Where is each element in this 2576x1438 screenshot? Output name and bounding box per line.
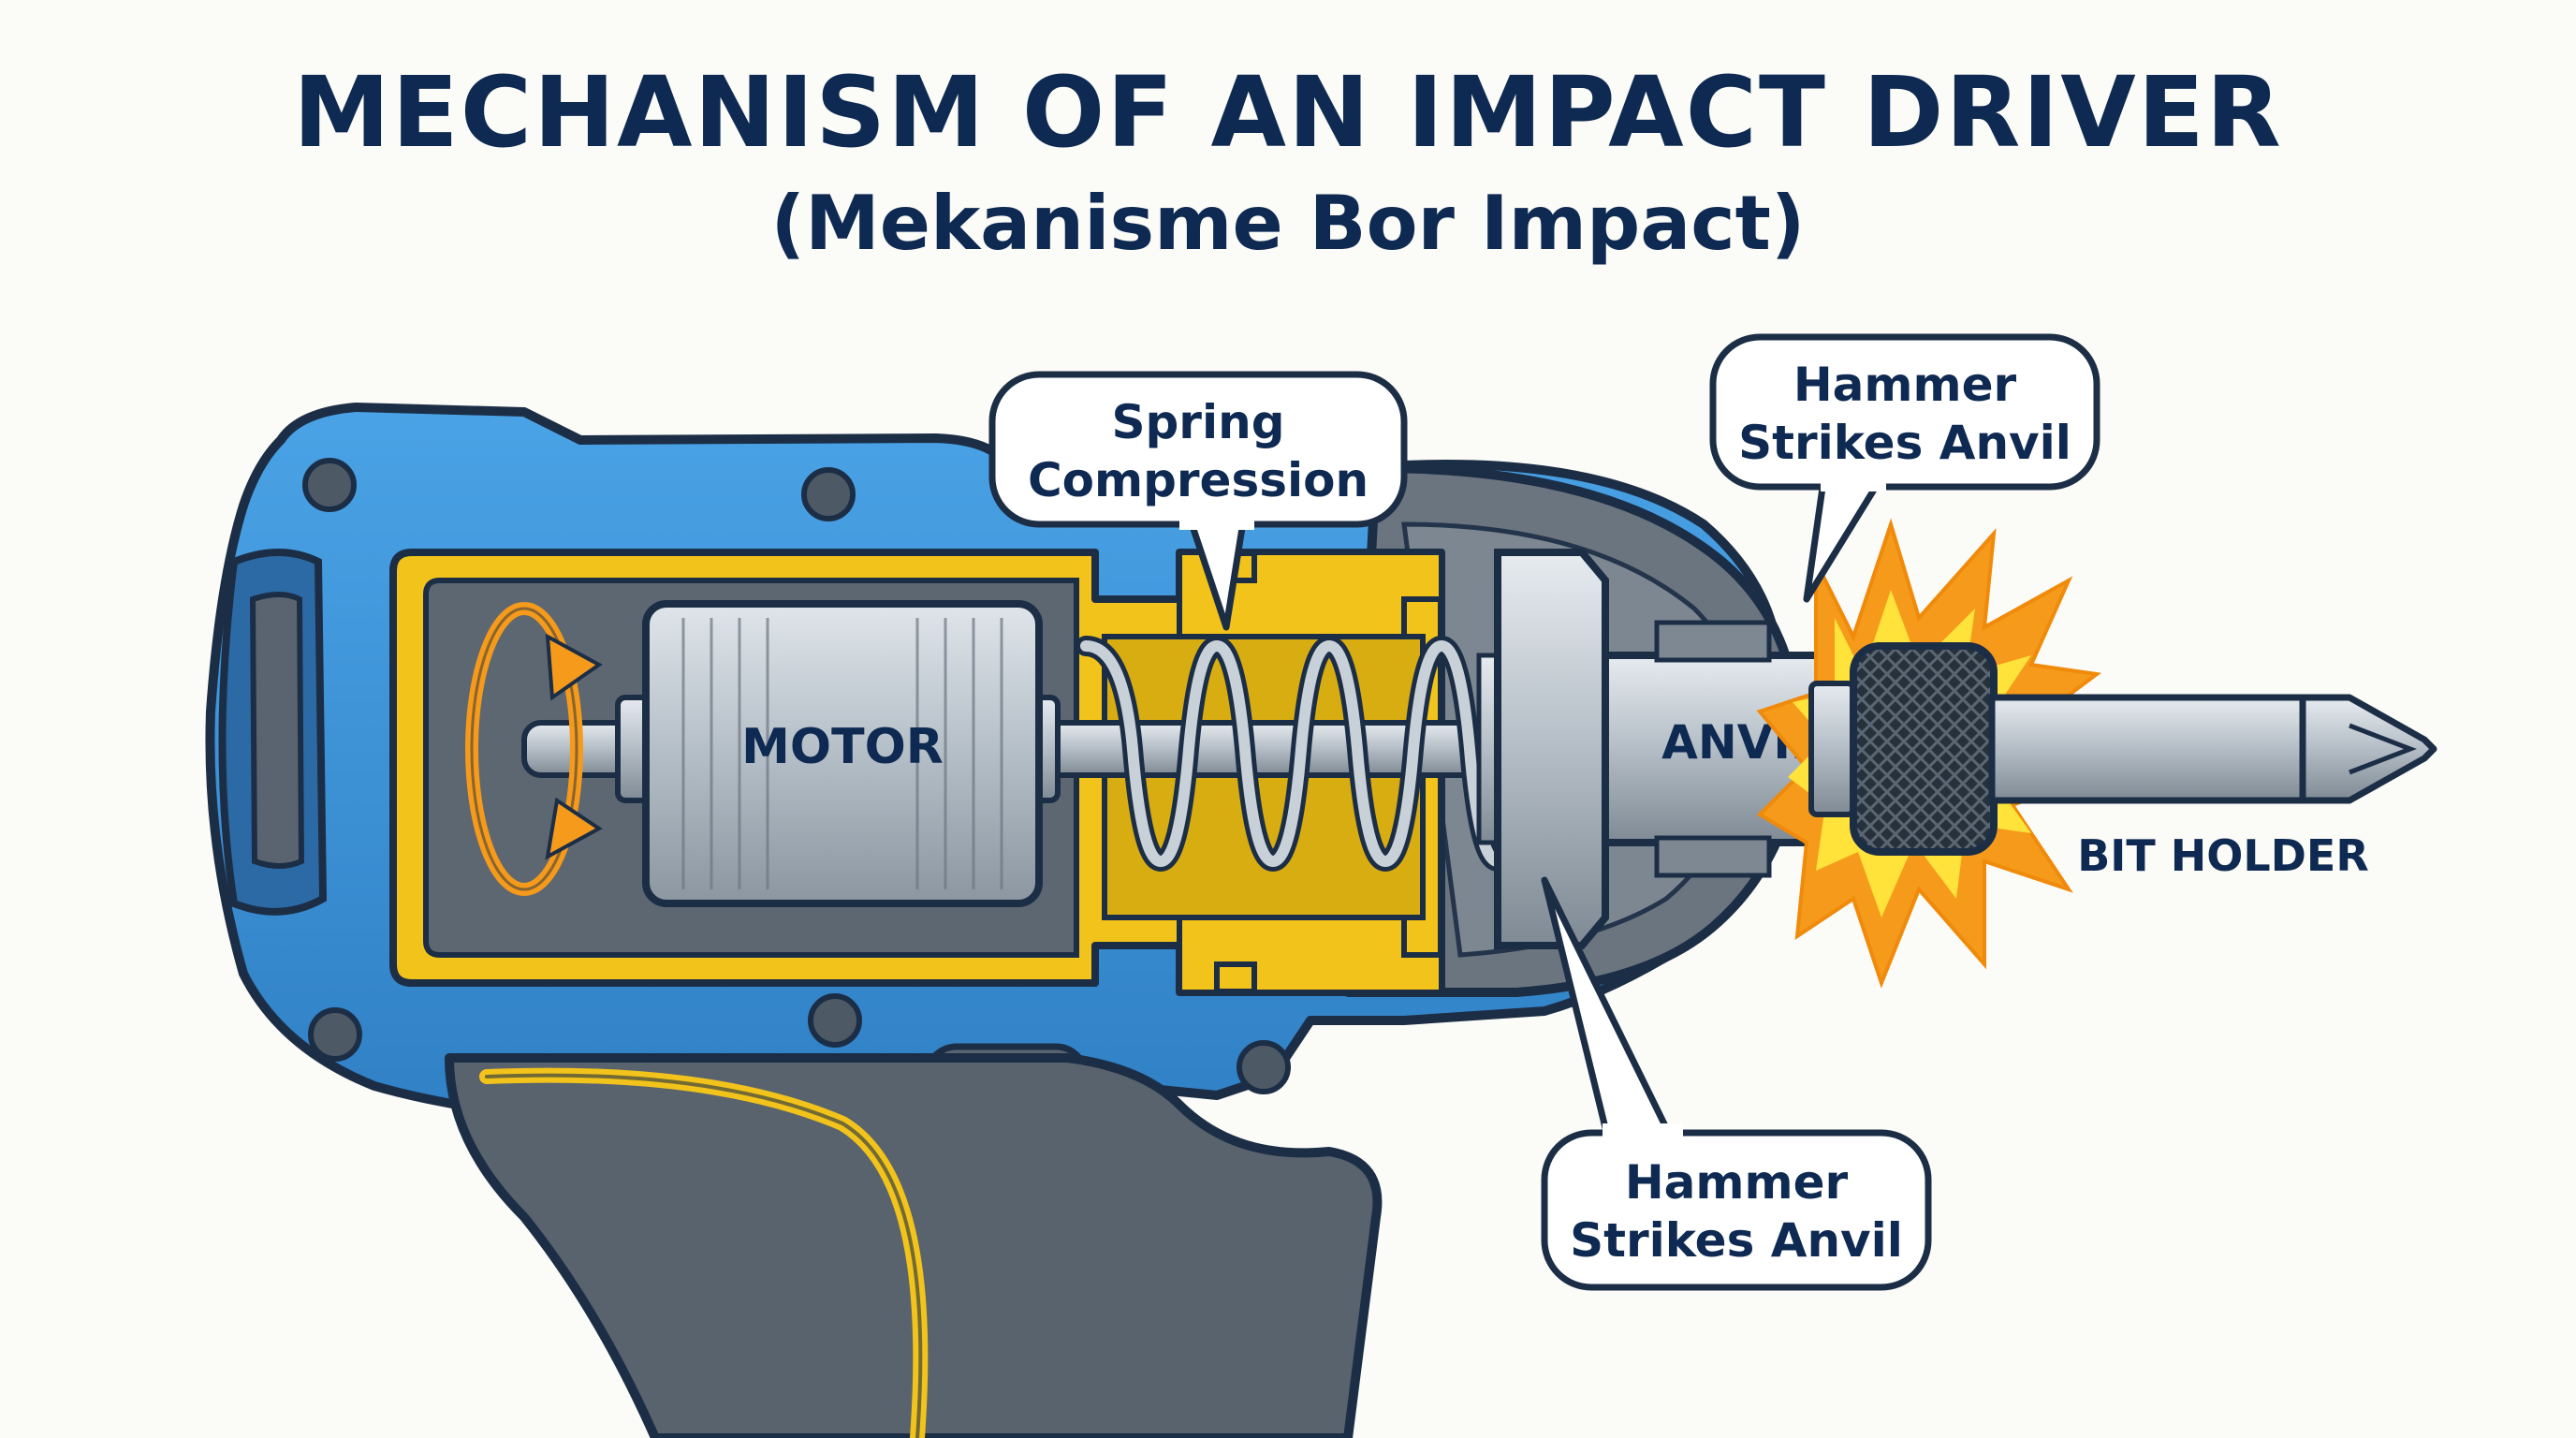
screw-icon (808, 993, 862, 1048)
motor-label: MOTOR (741, 719, 944, 775)
page-title: MECHANISM OF AN IMPACT DRIVER (293, 55, 2283, 169)
rotation-arrow-icon (465, 602, 603, 896)
bit-holder-label: BIT HOLDER (2077, 830, 2369, 881)
page-subtitle: (Mekanisme Bor Impact) (771, 180, 1806, 267)
hammer (1476, 549, 1609, 949)
screwdriver-bit-icon (1988, 694, 2437, 804)
anvil: ANVIL (1602, 620, 1824, 878)
callout-hammer-bottom-line1: Hammer (1625, 1155, 1849, 1210)
callout-hammer-bottom: Hammer Strikes Anvil (1541, 876, 1932, 1291)
callout-hammer-bottom-line2: Strikes Anvil (1570, 1213, 1903, 1268)
callout-hammer-top: Hammer Strikes Anvil (1709, 333, 2100, 603)
callout-hammer-top-line1: Hammer (1793, 358, 2017, 412)
callout-spring-compression: Spring Compression (988, 371, 1408, 631)
screw-icon (308, 1007, 362, 1062)
screw-icon (801, 467, 856, 521)
motor: MOTOR (615, 600, 1061, 907)
screw-icon (302, 458, 357, 512)
screw-icon (1237, 1040, 1291, 1094)
callout-spring-line1: Spring (1112, 395, 1285, 449)
callout-hammer-top-line2: Strikes Anvil (1738, 416, 2071, 470)
callout-spring-line2: Compression (1028, 453, 1368, 507)
spring (1076, 635, 1508, 873)
driver-grip (445, 1053, 1383, 1438)
